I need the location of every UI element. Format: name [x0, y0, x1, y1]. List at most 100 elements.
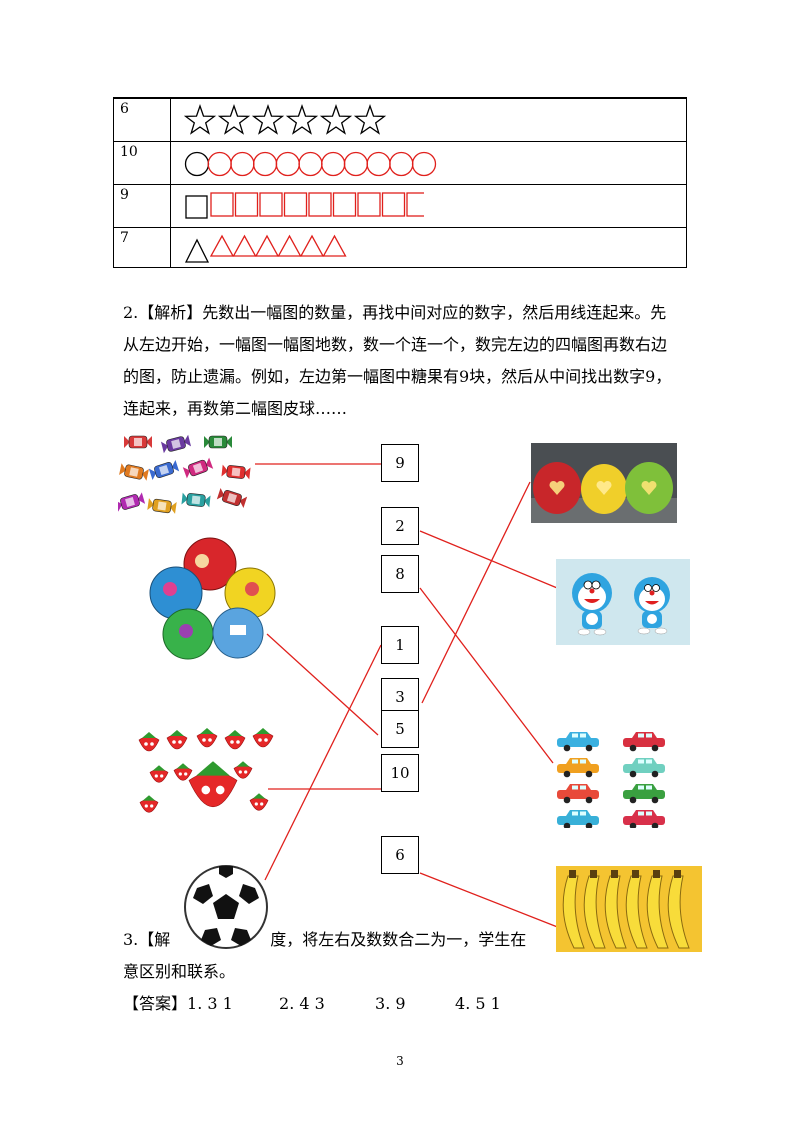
square-icon [185, 195, 208, 219]
number-box: 2 [381, 507, 419, 545]
candy-icon [148, 459, 180, 481]
line-balls-5 [266, 633, 379, 736]
strawberry-icon [188, 761, 238, 808]
candy-icon [160, 434, 192, 454]
strawberry-icon [138, 732, 160, 752]
square-icon [259, 192, 283, 217]
number-box: 9 [381, 444, 419, 482]
car-icon [623, 758, 665, 778]
star-icon [184, 104, 217, 135]
banana-icon [562, 870, 585, 949]
candy-icon [204, 435, 232, 449]
car-icon [557, 732, 599, 752]
star-icon [285, 104, 319, 135]
row-count: 7 [120, 230, 129, 246]
line-6-bananas [419, 872, 561, 929]
triangle-icon [322, 234, 347, 257]
banana-icon [646, 870, 669, 949]
text-line: 从左边开始，一幅图一幅图地数，数一个连一个，数完左边的四幅图再数右边 [123, 335, 668, 354]
text-fragment: 3.【解 [123, 930, 171, 949]
car-icon [623, 732, 665, 752]
triangle-icon [209, 234, 235, 257]
triangle-icon [254, 234, 280, 257]
strawberry-icon [196, 728, 218, 748]
square-row [185, 192, 424, 219]
star-row [184, 104, 387, 135]
number-box: 6 [381, 836, 419, 874]
triangle-icon [277, 234, 302, 257]
candy-icon [118, 492, 146, 512]
answer-item: 4. 5 1 [455, 994, 501, 1013]
line-soccer-1 [264, 644, 382, 881]
line-8-cars [419, 587, 554, 764]
table-row: 6 [114, 98, 686, 141]
triangle-icon [184, 238, 210, 263]
triangle-icon [232, 234, 257, 257]
square-icon [357, 192, 381, 217]
soccer-ball-picture [184, 865, 268, 949]
row-count: 9 [120, 187, 129, 203]
candies-picture [118, 434, 251, 514]
strawberry-icon [139, 795, 159, 813]
strawberry-icon [166, 730, 188, 750]
candy-icon [221, 464, 251, 480]
square-icon [283, 192, 308, 217]
star-icon [251, 104, 285, 135]
answer-item: 1. 3 1 [187, 994, 233, 1013]
answer-item: 3. 9 [375, 994, 406, 1013]
candy-icon [147, 498, 177, 514]
square-icon [332, 192, 357, 217]
answer-line: 【答案】1. 3 1 2. 4 3 3. 9 4. 5 1 [123, 988, 501, 1020]
banana-icon [604, 870, 627, 949]
bananas-picture [556, 866, 702, 952]
apples-picture [531, 443, 677, 523]
strawberry-icon [252, 728, 274, 748]
candy-icon [124, 435, 152, 449]
banana-icon [583, 870, 606, 949]
square-icon [308, 192, 332, 217]
text-line: 意区别和联系。 [123, 962, 236, 981]
table-row: 10 [114, 141, 686, 184]
text-line: 的图，防止遗漏。例如，左边第一幅图中糖果有9块，然后从中间找出数字9， [123, 367, 672, 386]
text-line: 连起来，再数第二幅图皮球…… [123, 399, 348, 418]
answer-label: 【答案】 [123, 994, 188, 1013]
car-icon [557, 784, 599, 804]
banana-icon [667, 870, 690, 949]
text-fragment: 度，将左右及数数合二为一，学生在 [270, 930, 527, 949]
candy-icon [216, 487, 248, 509]
number-box: 1 [381, 626, 419, 664]
number-box: 8 [381, 555, 419, 593]
triangle-icon [299, 234, 325, 257]
car-icon [557, 810, 599, 828]
balls-picture [149, 537, 276, 660]
explanation-3: 3.【解 度，将左右及数数合二为一，学生在 意区别和联系。 [123, 924, 563, 988]
circle-row [184, 151, 437, 177]
car-icon [623, 810, 665, 828]
square-icon [234, 192, 259, 217]
page-number: 3 [396, 1054, 404, 1068]
table-divider [170, 98, 171, 267]
star-icon [217, 104, 251, 135]
answer-item: 2. 4 3 [279, 994, 325, 1013]
strawberries-picture [138, 728, 274, 813]
table-row: 9 [114, 184, 686, 227]
text-line: 2.【解析】先数出一幅图的数量，再找中间对应的数字，然后用线连起来。先 [123, 303, 667, 322]
doraemon-picture [556, 559, 690, 645]
car-icon [623, 784, 665, 804]
square-icon [210, 192, 234, 217]
star-icon [353, 104, 387, 135]
row-count: 10 [120, 144, 138, 160]
banana-icon [625, 870, 648, 949]
strawberry-icon [249, 793, 269, 811]
strawberry-icon [233, 761, 253, 779]
shape-count-table: 6 10 9 7 [113, 97, 687, 268]
strawberry-icon [173, 763, 193, 781]
strawberry-icon [149, 765, 169, 783]
explanation-2: 2.【解析】先数出一幅图的数量，再找中间对应的数字，然后用线连起来。先 从左边开… [123, 297, 683, 425]
table-row: 7 [114, 227, 686, 269]
square-icon [406, 192, 424, 217]
square-icon [381, 192, 406, 217]
strawberry-icon [224, 730, 246, 750]
number-box: 5 [381, 710, 419, 748]
